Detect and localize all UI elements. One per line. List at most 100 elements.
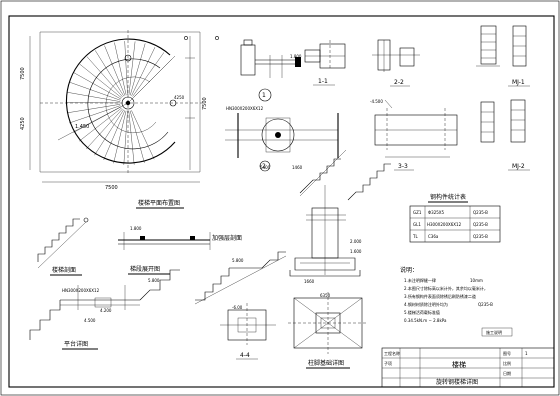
section-3-3: 3-3 [398, 163, 408, 170]
svg-text:-4.500: -4.500 [370, 99, 383, 104]
svg-text:图号: 图号 [503, 350, 511, 356]
table-r0-c1: Φ325X5 [428, 210, 445, 215]
stair-elevations: 1.800 梯段展开图 楼梯剖面 HN300X200X6X12 5.800 4.… [29, 217, 211, 350]
svg-text:-6.00: -6.00 [232, 305, 243, 310]
beam-title: 梯段展开图 [130, 265, 160, 273]
sheet-number: 1 [525, 351, 528, 356]
table-r0-c0: GZ1 [413, 210, 422, 215]
svg-text:5400: 5400 [260, 165, 271, 170]
stair-tread-line [128, 110, 135, 165]
stair-tread-line [94, 109, 124, 156]
stair-tread-line [124, 41, 128, 96]
plan-dim-top: 7500 [20, 67, 26, 80]
stair-tread-line [114, 42, 127, 96]
note-1: 10mm [470, 278, 483, 283]
table-r1-c1: H300X200X6X12 [427, 222, 462, 227]
svg-text:1.800: 1.800 [130, 226, 142, 231]
table-r2-c0: TL [412, 234, 418, 239]
stair-tread-line [132, 52, 165, 97]
mj-2-label: MJ-2 [512, 163, 525, 170]
table-r1-c2: Q235-B [473, 222, 488, 227]
spiral-stair-plan: 7500 4250 7500 7500 1.450 4250 楼梯平面布置图 [20, 30, 219, 209]
svg-text:日期: 日期 [503, 370, 511, 376]
stair-tread-line [79, 63, 122, 99]
stair-tread-line [131, 110, 155, 160]
stair-section-middle: 5.800 加强层剖面 [194, 234, 287, 305]
svg-text:楼梯: 楼梯 [452, 360, 466, 369]
note-2: Q235-B [478, 302, 493, 307]
svg-text:施工说明: 施工说明 [486, 329, 502, 335]
svg-text:4.500: 4.500 [84, 318, 96, 323]
mj-1-label: MJ-1 [512, 79, 525, 86]
detail-4-4: -6.00 4-4 [220, 303, 276, 360]
svg-text:4.钢材材质除注明外均为: 4.钢材材质除注明外均为 [404, 301, 448, 307]
svg-text:HN300X200X6X12: HN300X200X6X12 [62, 288, 100, 293]
foundation-title: 柱脚基础详图 [308, 359, 344, 367]
stair-tread-line [130, 43, 146, 96]
svg-text:1.未注明焊缝一律: 1.未注明焊缝一律 [404, 277, 436, 283]
svg-text:6350: 6350 [320, 293, 331, 298]
stair-tread-line [123, 110, 128, 165]
stair-tread-line [73, 106, 122, 133]
svg-text:子项: 子项 [384, 360, 392, 366]
svg-text:加强层剖面: 加强层剖面 [212, 234, 242, 242]
section-4-4: 4-4 [240, 352, 250, 359]
stair-tread-line [73, 72, 122, 100]
stair-tread-line [86, 108, 123, 150]
svg-text:1660: 1660 [304, 279, 315, 284]
platform-title: 平台详图 [64, 340, 88, 348]
title-block: 工程名称 子项 楼梯 旋转钢楼梯详图 图号 1 比例 日期 [381, 347, 555, 388]
svg-text:2.本图尺寸除标高以米计外，其余均以毫米计，: 2.本图尺寸除标高以米计外，其余均以毫米计， [404, 285, 488, 291]
stair-tread-line [79, 107, 122, 142]
svg-text:1460: 1460 [292, 165, 303, 170]
stair-tread-line [131, 47, 156, 96]
stair-tread-line [129, 110, 145, 163]
stair-tread-line [66, 104, 121, 114]
section-1-1: 1-1 [318, 78, 328, 85]
svg-text:旋转钢楼梯详图: 旋转钢楼梯详图 [436, 378, 478, 386]
section-details: 1.800 1 1-1 2-2 HN300X200X6X12 5400 1460… [225, 39, 458, 172]
svg-text:比例: 比例 [503, 360, 511, 366]
stair-tread-line [103, 110, 126, 161]
inner-border [8, 15, 555, 388]
stair-tread-line [128, 41, 136, 96]
section-2-2: 2-2 [394, 79, 404, 86]
elev-5: 5.800 [232, 258, 244, 263]
material-table: 钢构件统计表 GZ1 Φ325X5 Q235-B GL1 H300X200X6X… [409, 193, 501, 243]
svg-text:5.楼梯活荷载标准值: 5.楼梯活荷载标准值 [404, 309, 440, 315]
column-section: 2.000 1.600 1660 6350 柱脚基础详图 [288, 149, 391, 369]
stair-tread-line [66, 92, 121, 102]
svg-text:4250: 4250 [174, 95, 185, 100]
table-r0-c2: Q235-B [473, 210, 488, 215]
table-r2-c1: C36a [428, 234, 439, 239]
svg-text:工程名称: 工程名称 [384, 350, 400, 356]
svg-text:HN300X200X6X12: HN300X200X6X12 [226, 106, 264, 111]
svg-text:3.所有钢构件表面须除锈后刷防锈漆二道: 3.所有钢构件表面须除锈后刷防锈漆二道 [404, 293, 476, 299]
table-r1-c0: GL1 [413, 222, 421, 227]
mark-1: 1 [262, 92, 266, 99]
embed-details: MJ-1 MJ-2 [476, 25, 530, 171]
design-notes: 说明： 1.未注明焊缝一律 10mm 2.本图尺寸除标高以米计外，其余均以毫米计… [400, 266, 513, 337]
plan-dim-right: 7500 [202, 97, 208, 110]
plan-dim-bottom: 7500 [105, 185, 118, 191]
mark-2: 2 [262, 163, 266, 170]
stair-tread-line [86, 56, 123, 98]
svg-text:说明：: 说明： [400, 266, 418, 274]
table-title: 钢构件统计表 [430, 193, 466, 201]
svg-text:楼梯剖面: 楼梯剖面 [52, 266, 76, 274]
elev-4: 1.600 [350, 249, 362, 254]
stair-tread-line [95, 50, 124, 97]
plan-level: 1.450 [75, 124, 89, 130]
elev-1: 5.800 [148, 278, 160, 283]
plan-title: 楼梯平面布置图 [138, 199, 180, 207]
note-3: 0.34.5kN.m − 2.8kPa [404, 318, 447, 323]
stair-tread-line [113, 110, 127, 164]
table-r2-c2: Q235-B [473, 234, 488, 239]
stair-tread-line [133, 59, 172, 98]
plan-dim-mid: 4250 [20, 117, 26, 130]
svg-text:1.800: 1.800 [290, 54, 302, 59]
stair-tread-line [69, 82, 121, 101]
elev-3: 2.000 [350, 239, 362, 244]
